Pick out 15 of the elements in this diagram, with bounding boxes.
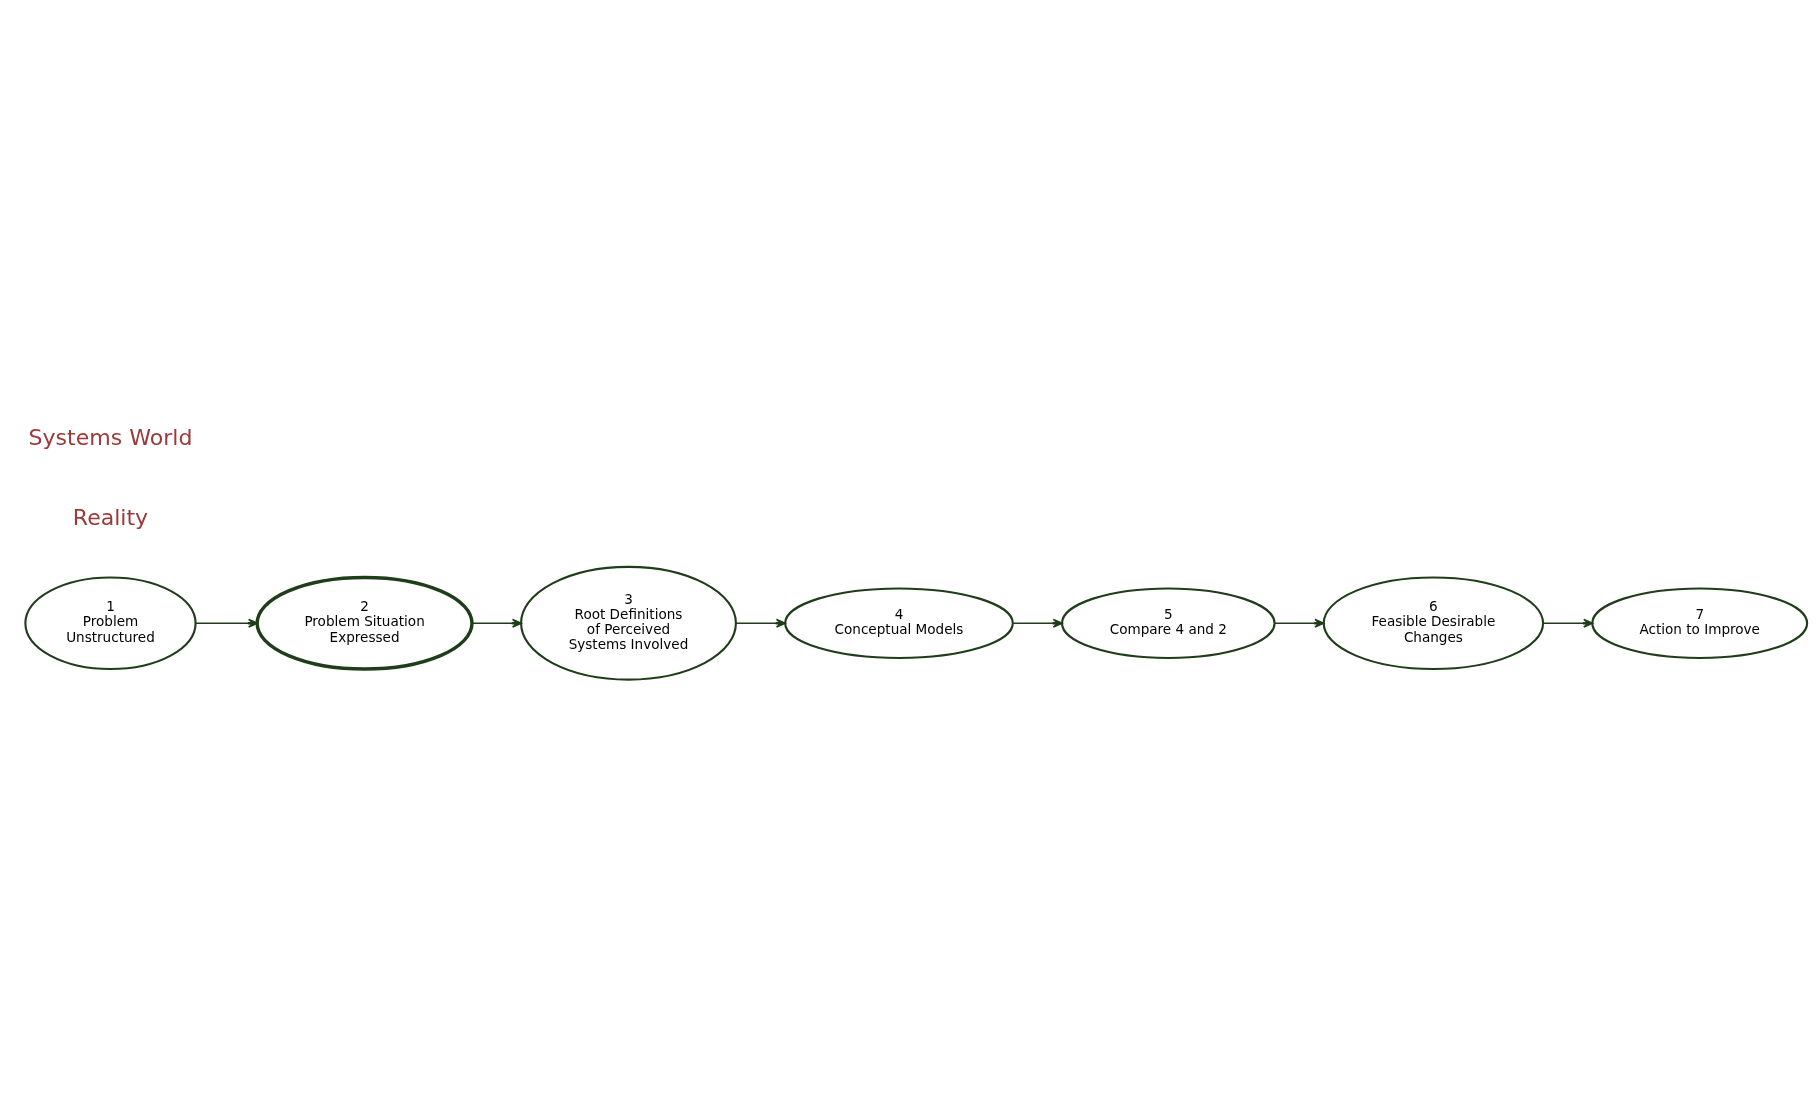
node-ellipse: 4 Conceptual Models bbox=[784, 586, 1014, 659]
node-ellipse: 1 Problem Unstructured bbox=[24, 575, 197, 670]
node-ellipse: 2 Problem Situation Expressed bbox=[255, 575, 474, 671]
node-ellipse: 3 Root Definitions of Perceived Systems Involved bbox=[520, 565, 737, 681]
arrow bbox=[194, 618, 259, 628]
node-ellipse: 6 Feasible Desirable Changes bbox=[1322, 575, 1545, 670]
arrow bbox=[1273, 618, 1325, 628]
arrow bbox=[735, 618, 786, 628]
label: Systems World bbox=[28, 424, 193, 450]
node-ellipse: 5 Compare 4 and 2 bbox=[1060, 586, 1276, 659]
arrow bbox=[471, 618, 522, 628]
arrow bbox=[1012, 618, 1063, 628]
node-ellipse: 7 Action to Improve bbox=[1591, 586, 1809, 659]
arrow bbox=[1542, 618, 1594, 628]
label: Reality bbox=[72, 504, 149, 530]
